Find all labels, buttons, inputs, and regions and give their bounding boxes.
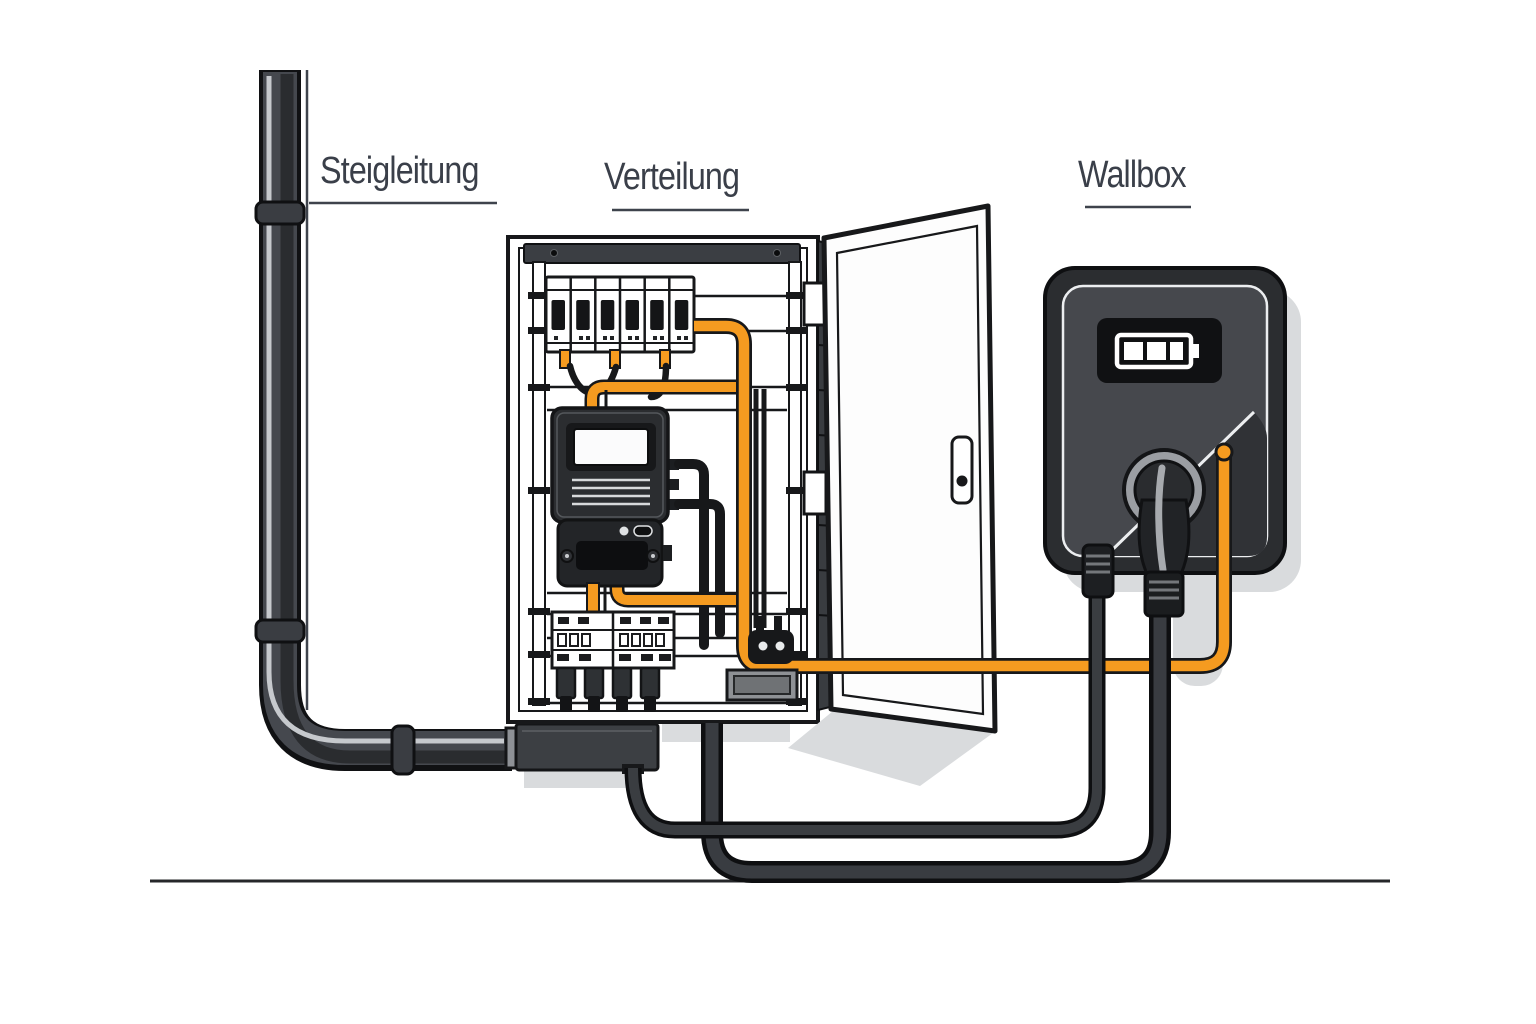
- cabinet-shadow: [662, 724, 790, 742]
- cable-duct: [725, 668, 799, 702]
- charging-plug: [1081, 448, 1206, 618]
- electricity-meter: [550, 406, 672, 588]
- wallbox-shadow: [1173, 556, 1223, 686]
- distribution-cabinet: [506, 235, 820, 724]
- cabinet-top-bar: [523, 243, 801, 264]
- breaker-marks: [554, 336, 688, 340]
- terminal-block: [550, 610, 676, 670]
- pipe-coupling: [254, 618, 306, 644]
- battery-icon: [1114, 332, 1199, 370]
- cabinet-door: [821, 203, 998, 734]
- label-wallbox: Wallbox: [1078, 154, 1187, 196]
- meter-cables: [667, 459, 725, 650]
- annotation-lines: [305, 70, 1191, 710]
- supply-cable: [624, 598, 1106, 839]
- junction-box-shadow: [524, 770, 636, 788]
- label-distribution: Verteilung: [604, 156, 740, 198]
- meter-ridges: [572, 478, 650, 506]
- screw-icon: [550, 249, 558, 257]
- meter-label-plate: [576, 541, 648, 570]
- meter-button: [633, 525, 653, 537]
- breaker-windows: [551, 300, 689, 330]
- meter-led: [619, 526, 629, 536]
- charging-cable: [701, 612, 1171, 883]
- label-riser: Steigleitung: [320, 150, 479, 192]
- terminal-lugs: [555, 666, 661, 712]
- door-shadow: [788, 711, 993, 786]
- control-wires: [753, 389, 767, 628]
- pipe-coupling: [390, 724, 416, 776]
- riser-pipe: [254, 70, 512, 776]
- meter-display: [573, 428, 649, 466]
- cable-gland: [1143, 570, 1185, 618]
- door-handle: [950, 435, 974, 505]
- relay-component: [748, 616, 794, 664]
- junction-box: [504, 722, 660, 788]
- screw-icon: [773, 249, 781, 257]
- orange-power-cable: [812, 442, 1234, 674]
- pipe-coupling: [254, 200, 306, 226]
